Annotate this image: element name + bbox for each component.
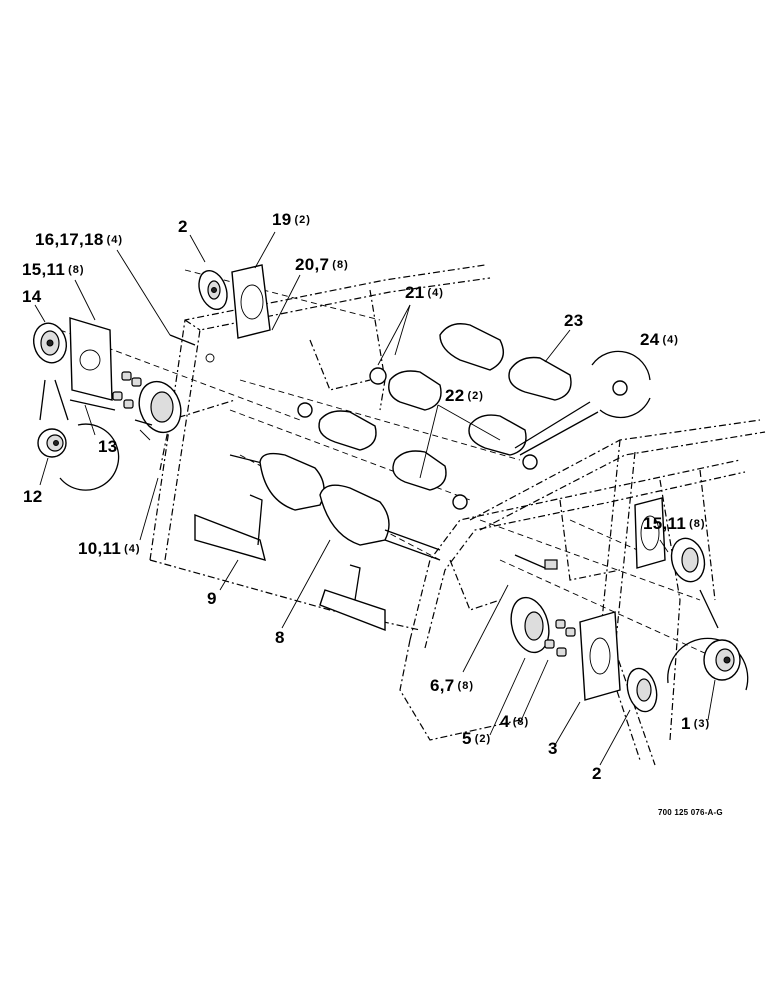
callout-num: 3	[548, 739, 558, 758]
callout-num: 8	[275, 628, 285, 647]
callout-12: 12	[23, 488, 43, 505]
callout-21: 21(4)	[405, 284, 444, 301]
callout-qty: (8)	[68, 264, 85, 276]
callout-num: 14	[22, 287, 42, 306]
upper-rollers	[297, 323, 651, 510]
left-bearing-assembly	[33, 317, 182, 491]
callout-num: 15,11	[22, 260, 66, 279]
callout-3: 3	[548, 740, 558, 757]
callout-num: 10,11	[78, 539, 122, 558]
callout-num: 5	[462, 729, 472, 748]
callout-20-7: 20,7(8)	[295, 256, 349, 273]
callout-22: 22(2)	[445, 387, 484, 404]
callout-6-7: 6,7(8)	[430, 677, 474, 694]
callout-qty: (4)	[106, 234, 124, 246]
callout-qty: (8)	[512, 716, 530, 728]
callout-num: 6,7	[430, 676, 455, 695]
callout-qty: (4)	[427, 287, 444, 299]
callout-num: 2	[592, 764, 602, 783]
callout-num: 9	[207, 589, 217, 608]
assembly-centerlines	[59, 269, 721, 661]
callout-9: 9	[207, 590, 217, 607]
callout-num: 23	[564, 311, 584, 330]
drawing-part-number: 700 125 076-A-G	[658, 808, 723, 817]
callout-1: 1(3)	[681, 715, 710, 732]
top-bearing-assembly	[169, 264, 271, 363]
brackets	[194, 494, 386, 632]
callout-15-11-right: 15,11(8)	[643, 515, 706, 532]
callout-qty: (8)	[689, 518, 706, 530]
callout-8: 8	[275, 629, 285, 646]
callout-qty: (3)	[693, 718, 711, 730]
callout-4: 4(8)	[500, 713, 529, 730]
callout-num: 16,17,18	[35, 230, 104, 249]
callout-qty: (4)	[662, 334, 679, 346]
callout-qty: (4)	[124, 543, 141, 555]
callout-num: 20,7	[295, 255, 330, 274]
callout-qty: (2)	[467, 390, 484, 402]
leader-lines	[34, 231, 716, 766]
callout-10-11: 10,11(4)	[78, 540, 141, 557]
callout-15-11-left: 15,11(8)	[22, 261, 85, 278]
callout-num: 4	[500, 712, 510, 731]
callout-num: 13	[98, 437, 118, 456]
callout-num: 15,11	[643, 514, 687, 533]
callout-num: 19	[272, 210, 292, 229]
main-roller	[229, 452, 441, 561]
callout-23: 23	[564, 312, 584, 329]
callout-qty: (8)	[332, 259, 349, 271]
callout-14: 14	[22, 288, 42, 305]
callout-num: 21	[405, 283, 425, 302]
callout-qty: (2)	[474, 733, 492, 745]
callout-13: 13	[98, 438, 118, 455]
callout-num: 24	[640, 330, 660, 349]
callout-2-bottom: 2	[592, 765, 602, 782]
callout-2-top: 2	[178, 218, 188, 235]
callout-qty: (8)	[457, 680, 474, 692]
right-bearing-assembly	[510, 497, 749, 713]
callout-19: 19(2)	[272, 211, 311, 228]
callout-num: 22	[445, 386, 465, 405]
callout-24: 24(4)	[640, 331, 679, 348]
callout-qty: (2)	[294, 214, 311, 226]
callout-num: 2	[178, 217, 188, 236]
callout-16-17-18: 16,17,18(4)	[35, 231, 123, 248]
callout-5: 5(2)	[462, 730, 491, 747]
callout-num: 12	[23, 487, 43, 506]
callout-num: 1	[681, 714, 691, 733]
